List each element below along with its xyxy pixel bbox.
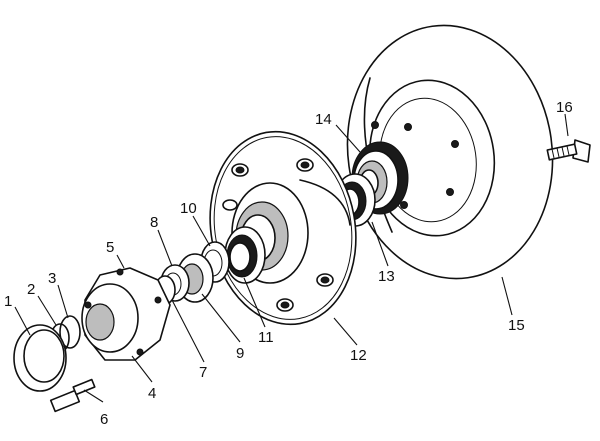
flange-bolt (49, 378, 96, 413)
callout-numbers: 1 2 3 4 5 6 7 8 9 10 11 12 13 14 15 16 (4, 99, 573, 428)
shim (59, 315, 81, 349)
dust-cap (13, 324, 67, 392)
leader-lines (14, 113, 569, 403)
callout-9: 9 (236, 345, 244, 362)
callout-11: 11 (258, 329, 274, 346)
callout-15: 15 (508, 317, 525, 334)
callout-2: 2 (27, 281, 35, 298)
callout-8: 8 (150, 214, 158, 231)
callout-7: 7 (199, 364, 207, 381)
callout-5: 5 (106, 239, 114, 256)
disc-bolt (546, 139, 591, 163)
callout-13: 13 (378, 268, 395, 285)
callout-1: 1 (4, 293, 12, 310)
callout-3: 3 (48, 270, 56, 287)
callout-16: 16 (556, 99, 573, 116)
callout-6: 6 (100, 411, 108, 428)
inner-bearing (224, 226, 266, 284)
callout-12: 12 (350, 347, 367, 364)
wheel-studs (222, 158, 334, 312)
callout-4: 4 (148, 385, 156, 402)
wheel-hub (209, 130, 357, 326)
callout-14: 14 (315, 111, 332, 128)
drive-flange (81, 267, 171, 361)
callout-10: 10 (180, 200, 197, 217)
